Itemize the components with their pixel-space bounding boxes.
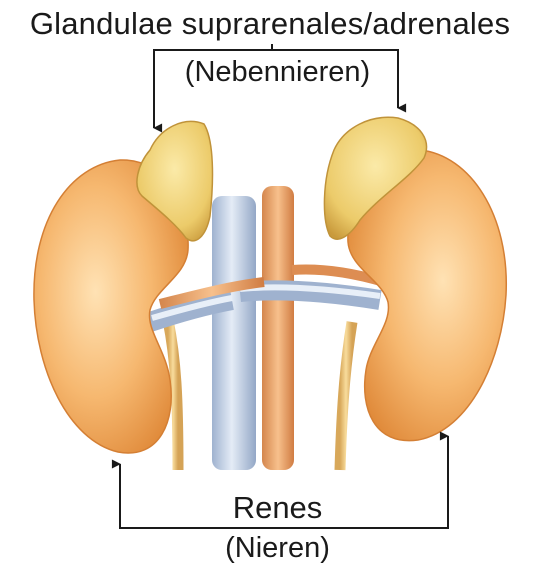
right-ureter xyxy=(340,322,352,470)
adrenal-label-german: (Nebennieren) xyxy=(0,56,540,89)
vena-cava xyxy=(212,196,256,470)
aorta xyxy=(262,186,294,470)
kidney-label-german: (Nieren) xyxy=(0,532,540,565)
adrenal-label: Glandulae suprarenales/adrenales xyxy=(0,6,540,42)
kidney-label: Renes xyxy=(0,490,540,526)
